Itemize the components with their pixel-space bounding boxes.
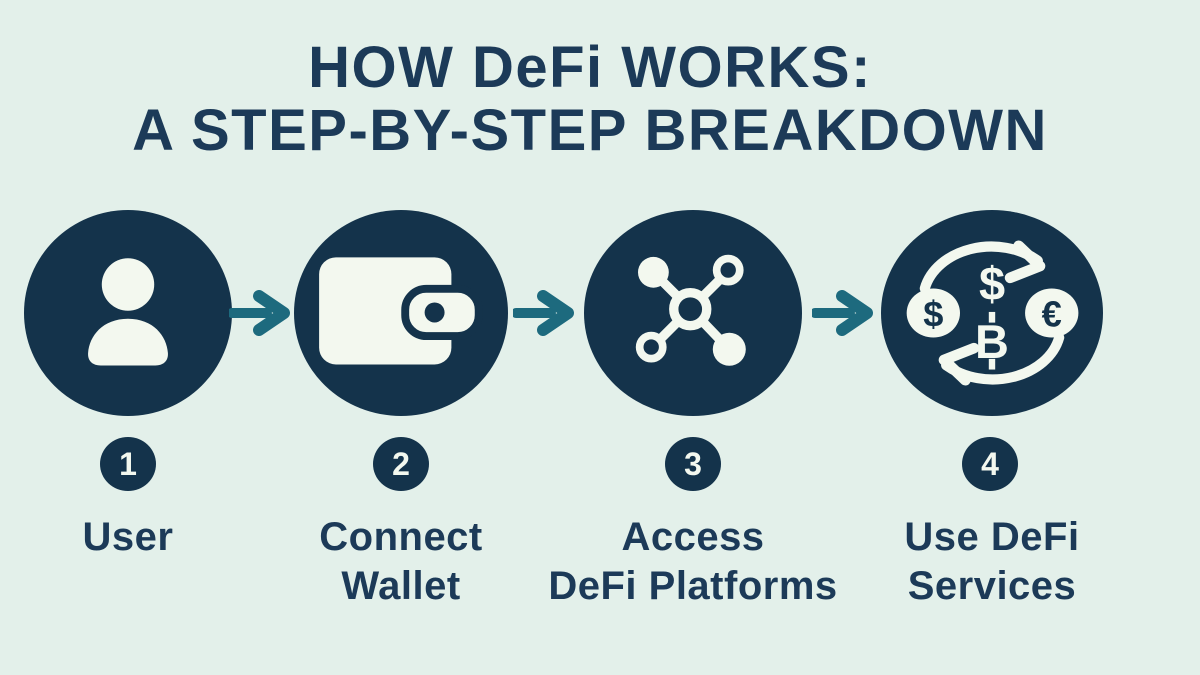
step-number: 3 xyxy=(684,445,702,482)
step-3-label: Access DeFi Platforms xyxy=(513,513,873,611)
step-label-line-1: Access xyxy=(621,515,765,559)
user-icon xyxy=(88,258,168,366)
bitcoin-bottom-prong xyxy=(988,358,996,370)
wallet-icon xyxy=(319,257,483,365)
page-title: HOW DeFi WORKS: A STEP-BY-STEP BREAKDOWN xyxy=(0,36,1180,162)
dollar-coin-symbol: $ xyxy=(923,294,943,335)
step-label-line-2: Services xyxy=(907,564,1077,608)
step-label-line-1: Connect xyxy=(319,515,483,559)
defi-network-icon xyxy=(635,254,746,366)
title-line-2: A STEP-BY-STEP BREAKDOWN xyxy=(132,98,1048,163)
step-label-line-1: User xyxy=(82,515,174,559)
step-number: 4 xyxy=(981,445,999,482)
step-label-line-1: Use DeFi xyxy=(904,515,1080,559)
bitcoin-top-prong xyxy=(988,311,996,323)
step-label-line-2: DeFi Platforms xyxy=(548,564,838,608)
title-line-1: HOW DeFi WORKS: xyxy=(308,35,872,100)
step-4-label: Use DeFi Services xyxy=(812,513,1172,611)
step-label-line-2: Wallet xyxy=(341,564,461,608)
step-number: 1 xyxy=(119,445,137,482)
arrow-right-icon xyxy=(812,290,873,336)
currency-exchange-icon: $ B $ € xyxy=(906,240,1079,386)
arrow-right-icon xyxy=(229,290,290,336)
step-1-circle xyxy=(24,210,232,416)
arrow-right-icon xyxy=(513,290,574,336)
step-2-number-badge: 2 xyxy=(373,437,429,491)
step-3-circle xyxy=(584,210,802,416)
step-3-number-badge: 3 xyxy=(665,437,721,491)
step-2-circle xyxy=(294,210,508,416)
dollar-symbol: $ xyxy=(979,258,1005,310)
step-1-label: User xyxy=(0,513,308,562)
step-1-number-badge: 1 xyxy=(100,437,156,491)
step-number: 2 xyxy=(392,445,410,482)
step-4-number-badge: 4 xyxy=(962,437,1018,491)
euro-coin-symbol: € xyxy=(1042,294,1062,335)
step-4-circle: $ B $ € xyxy=(881,210,1103,416)
step-2-label: Connect Wallet xyxy=(221,513,581,611)
